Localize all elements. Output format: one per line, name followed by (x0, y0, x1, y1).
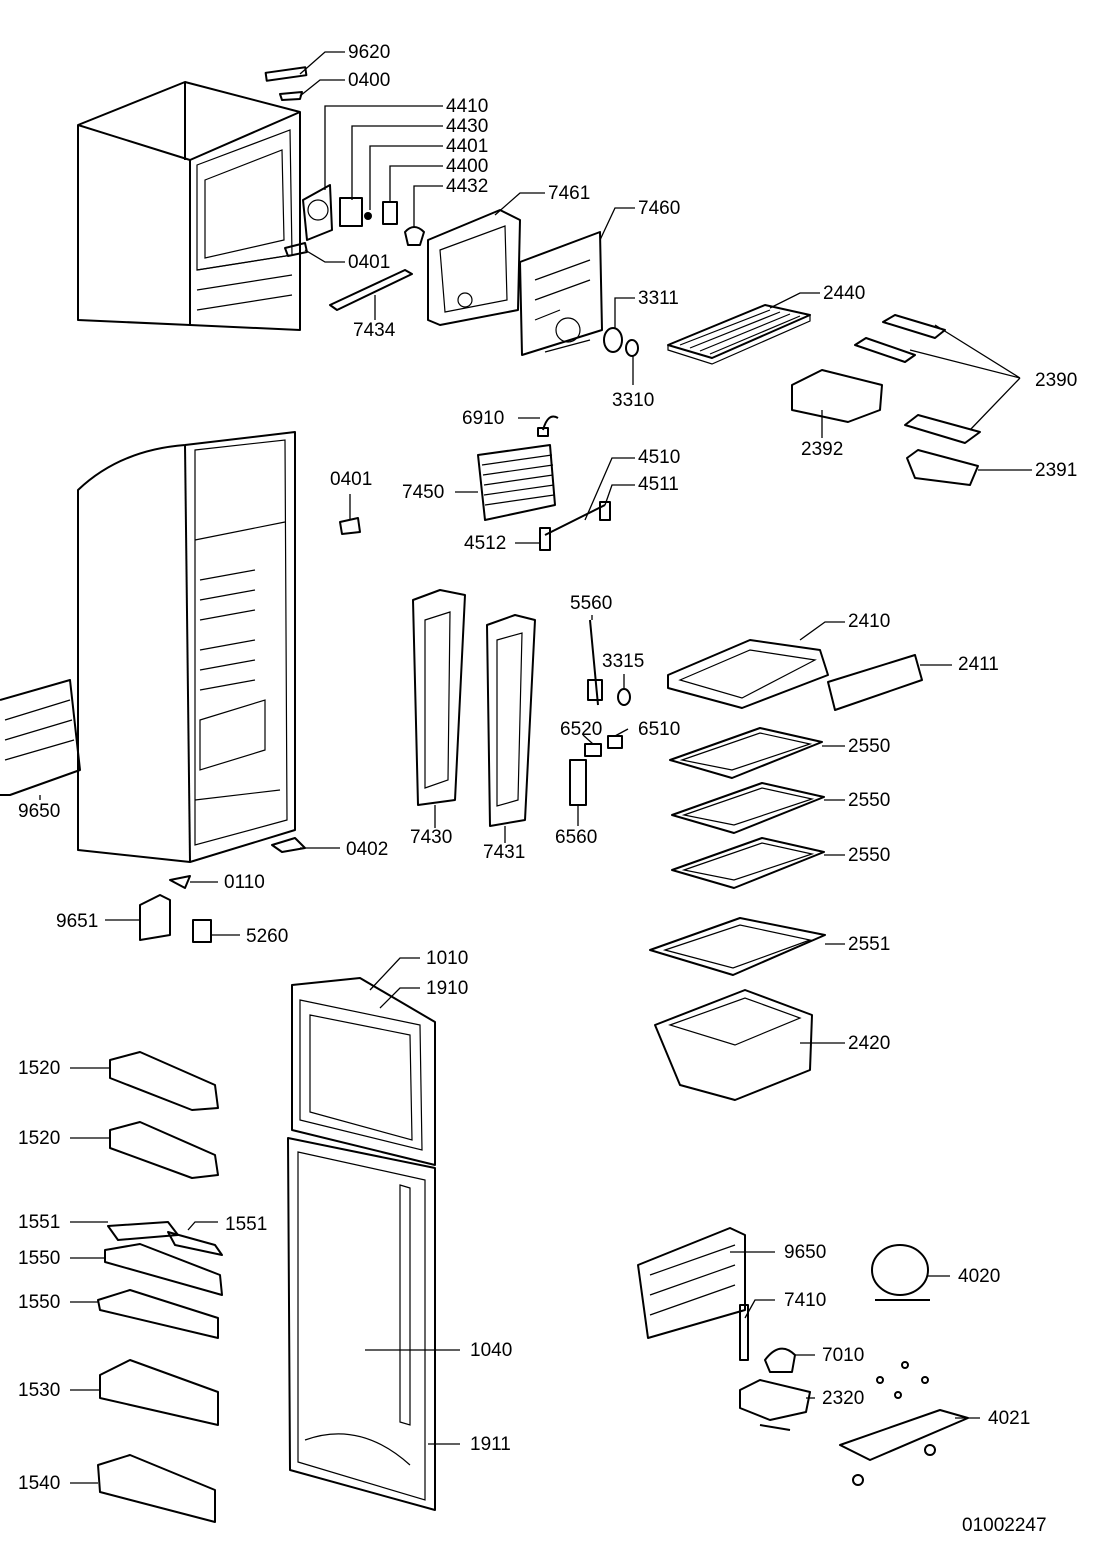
part-label-4511: 4511 (638, 474, 679, 495)
part-label-1911: 1911 (470, 1434, 511, 1455)
part-label-1530: 1530 (18, 1380, 61, 1401)
part-label-2420: 2420 (848, 1033, 891, 1054)
part-label-1010: 1010 (426, 948, 469, 969)
part-label-3310: 3310 (612, 390, 655, 411)
part-label-0401-upper: 0401 (348, 252, 391, 273)
part-label-1040: 1040 (470, 1340, 513, 1361)
part-label-3311: 3311 (638, 288, 679, 309)
part-label-1551-right: 1551 (225, 1214, 268, 1235)
part-label-5560: 5560 (570, 593, 613, 614)
part-label-1520-2: 1520 (18, 1128, 61, 1149)
part-label-9650-left: 9650 (18, 801, 61, 822)
part-label-7010: 7010 (822, 1345, 865, 1366)
part-label-0401-middle: 0401 (330, 469, 373, 490)
part-label-4400: 4400 (446, 156, 489, 177)
part-label-1910: 1910 (426, 978, 469, 999)
fridge-door (287, 1137, 436, 1511)
part-label-2392: 2392 (801, 439, 844, 460)
part-label-2320: 2320 (822, 1388, 865, 1409)
part-label-2550-2: 2550 (848, 790, 891, 811)
part-label-4401: 4401 (446, 136, 489, 157)
part-label-2550-1: 2550 (848, 736, 891, 757)
part-label-7410: 7410 (784, 1290, 827, 1311)
part-label-0110: 0110 (224, 872, 265, 893)
part-label-4020: 4020 (958, 1266, 1001, 1287)
part-label-9650-right: 9650 (784, 1242, 827, 1263)
part-label-9620: 9620 (348, 42, 391, 63)
part-label-0402: 0402 (346, 839, 389, 860)
part-label-7461: 7461 (548, 183, 591, 204)
freezer-door (291, 977, 436, 1166)
part-label-2440: 2440 (823, 283, 866, 304)
part-label-4432: 4432 (446, 176, 489, 197)
part-label-7430: 7430 (410, 827, 453, 848)
part-label-1540: 1540 (18, 1473, 61, 1494)
diagram-id: 01002247 (962, 1515, 1047, 1536)
part-label-4512: 4512 (464, 533, 507, 554)
part-label-6910: 6910 (462, 408, 505, 429)
part-label-5260: 5260 (246, 926, 289, 947)
part-label-1550-1: 1550 (18, 1248, 61, 1269)
part-label-2410: 2410 (848, 611, 891, 632)
part-label-4410: 4410 (446, 96, 489, 117)
part-label-7460: 7460 (638, 198, 681, 219)
freezer-cabinet (77, 81, 301, 331)
part-label-7431: 7431 (483, 842, 526, 863)
part-label-2411: 2411 (958, 654, 999, 675)
fridge-cabinet (77, 431, 296, 863)
part-label-2551: 2551 (848, 934, 891, 955)
leader-lines (39, 51, 1032, 1484)
part-label-6520: 6520 (560, 719, 603, 740)
part-label-4021: 4021 (988, 1408, 1031, 1429)
part-label-1550-2: 1550 (18, 1292, 61, 1313)
part-label-7450: 7450 (402, 482, 445, 503)
part-label-0400: 0400 (348, 70, 391, 91)
part-label-6510: 6510 (638, 719, 681, 740)
part-label-3315: 3315 (602, 651, 645, 672)
part-label-2550-3: 2550 (848, 845, 891, 866)
part-label-2390: 2390 (1035, 370, 1078, 391)
part-label-9651: 9651 (56, 911, 99, 932)
part-label-2391: 2391 (1035, 460, 1078, 481)
part-label-1520-1: 1520 (18, 1058, 61, 1079)
part-label-1551-left: 1551 (18, 1212, 61, 1233)
part-label-6560: 6560 (555, 827, 598, 848)
part-label-4510: 4510 (638, 447, 681, 468)
part-label-7434: 7434 (353, 320, 396, 341)
part-label-4430: 4430 (446, 116, 489, 137)
